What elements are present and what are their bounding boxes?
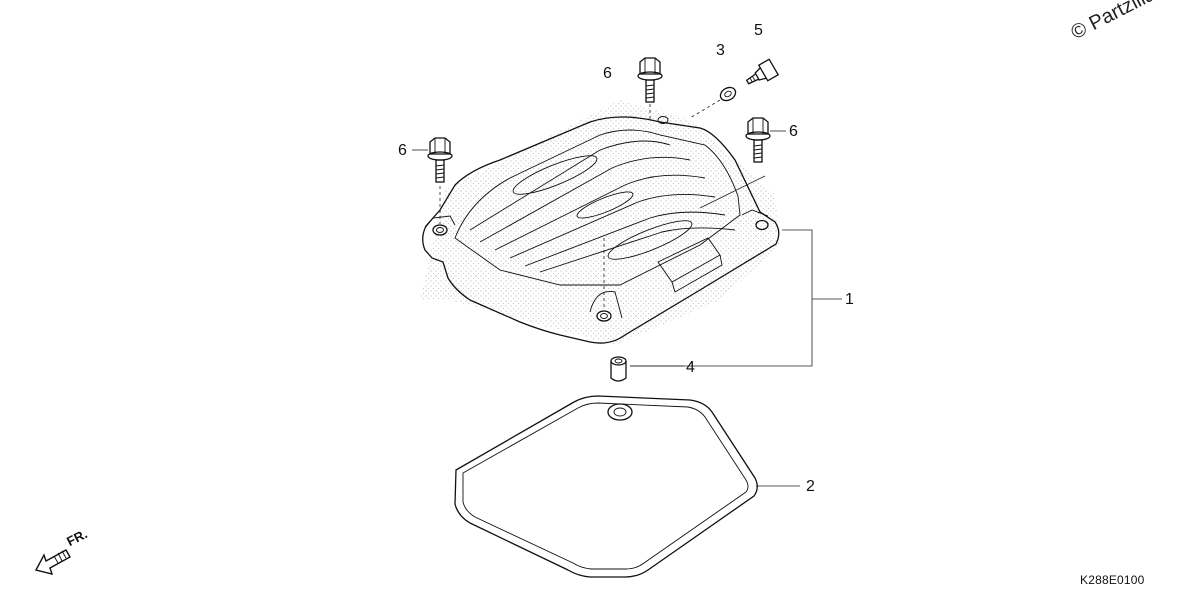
callout-5: 5 — [754, 22, 763, 39]
callout-4: 4 — [686, 359, 695, 376]
special-bolt — [745, 58, 780, 85]
callout-3: 3 — [716, 42, 725, 59]
flange-bolt-left — [427, 137, 453, 183]
callout-2: 2 — [806, 478, 815, 495]
callout-6-top: 6 — [603, 65, 612, 82]
dowel-pin — [610, 356, 627, 382]
assembly-lines — [439, 99, 721, 310]
cylinder-head-cover — [420, 100, 780, 345]
flange-bolt-right — [745, 117, 771, 163]
leader-lines — [412, 130, 842, 487]
callout-6-left: 6 — [398, 142, 407, 159]
flange-bolt-top — [637, 57, 663, 103]
callout-6-right: 6 — [789, 123, 798, 140]
front-direction-arrow-icon — [34, 549, 71, 575]
sealing-washer — [719, 86, 737, 102]
cover-gasket — [454, 395, 758, 578]
diagram-code: K288E0100 — [1080, 573, 1145, 587]
callout-1: 1 — [845, 291, 854, 308]
